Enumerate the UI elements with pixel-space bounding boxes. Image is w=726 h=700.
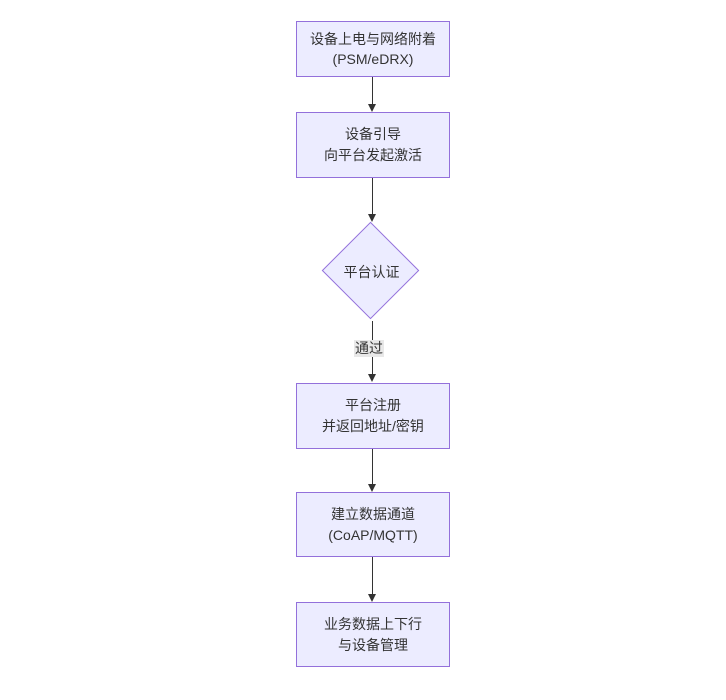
node-label-line: (PSM/eDRX) [332, 51, 414, 67]
arrowhead-down-icon [368, 594, 376, 602]
flowchart-node-register: 平台注册 并返回地址/密钥 [296, 383, 450, 449]
arrow-line [372, 449, 373, 484]
arrowhead-down-icon [368, 484, 376, 492]
edge-label-pass: 通过 [354, 340, 384, 357]
flowchart-decision-auth: 平台认证 [321, 221, 421, 321]
node-label-line: 与设备管理 [338, 636, 408, 653]
node-label-line: 平台注册 [345, 397, 401, 413]
node-label-line: (CoAP/MQTT) [328, 526, 418, 543]
node-label-line: 建立数据通道 [331, 505, 415, 522]
flowchart-node-power-attach: 设备上电与网络附着 (PSM/eDRX) [296, 21, 450, 77]
arrow-line [372, 178, 373, 214]
node-label-line: 设备引导 [345, 126, 401, 142]
arrowhead-down-icon [368, 214, 376, 222]
arrow-line [372, 77, 373, 105]
flowchart-node-data-channel: 建立数据通道 (CoAP/MQTT) [296, 492, 450, 557]
node-label-line: 向平台发起激活 [324, 147, 422, 163]
node-label-line: 并返回地址/密钥 [322, 418, 424, 434]
arrow-line [372, 557, 373, 594]
node-label-line: 业务数据上下行 [324, 615, 422, 632]
flowchart-node-business: 业务数据上下行 与设备管理 [296, 602, 450, 667]
node-label-line: 平台认证 [343, 263, 400, 280]
node-label-line: 设备上电与网络附着 [310, 31, 436, 47]
arrowhead-down-icon [368, 104, 376, 112]
arrowhead-down-icon [368, 374, 376, 382]
flowchart-node-bootstrap: 设备引导 向平台发起激活 [296, 112, 450, 178]
